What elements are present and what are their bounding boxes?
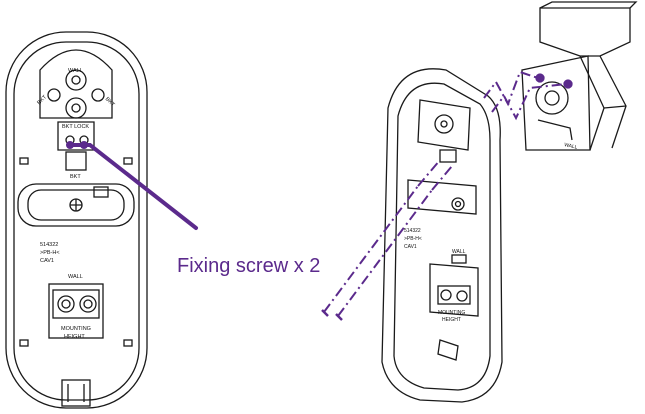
wall-bracket <box>521 1 638 151</box>
angled-label-model-3: CAV1 <box>404 244 417 250</box>
label-wall-top: WALL <box>68 68 83 74</box>
guide-line-6 <box>431 165 453 191</box>
guide-line-2 <box>491 83 567 121</box>
guide-line-3 <box>323 185 419 313</box>
label-model-2: >PB-H< <box>40 250 60 256</box>
angled-labels: 514322 >PB-H< CAV1 WALL MOUNTING HEIGHT … <box>404 142 578 323</box>
label-height: HEIGHT <box>64 334 85 340</box>
label-mounting: MOUNTING <box>61 326 91 332</box>
callout-leader-line <box>70 143 198 230</box>
front-back-plate <box>5 31 148 409</box>
label-bkt-lock: BKT LOCK <box>62 124 89 130</box>
angled-back-plate <box>381 68 503 403</box>
assembly-guides <box>323 70 567 317</box>
screw-tips <box>321 309 343 321</box>
bracket-label-wall: WALL <box>564 142 579 151</box>
label-wall-socket: WALL <box>68 274 83 280</box>
angled-label-mounting: MOUNTING <box>438 310 465 316</box>
fixing-screw-callout: Fixing screw x 2 <box>177 255 321 277</box>
guide-line-5 <box>417 159 441 187</box>
label-bkt-lower: BKT <box>70 174 81 180</box>
label-bkt-left: BKT <box>36 94 48 106</box>
angled-label-height: HEIGHT <box>442 317 461 323</box>
guide-line-4 <box>337 189 433 317</box>
label-bkt-right: BKT <box>104 96 116 108</box>
angled-label-wall: WALL <box>452 249 466 255</box>
front-screw-highlights <box>66 141 198 230</box>
label-model-3: CAV1 <box>40 258 54 264</box>
angled-label-model-2: >PB-H< <box>404 236 422 242</box>
label-model-1: 514322 <box>40 242 58 248</box>
angled-label-model-1: 514322 <box>404 228 421 234</box>
guide-line-1 <box>483 70 539 107</box>
